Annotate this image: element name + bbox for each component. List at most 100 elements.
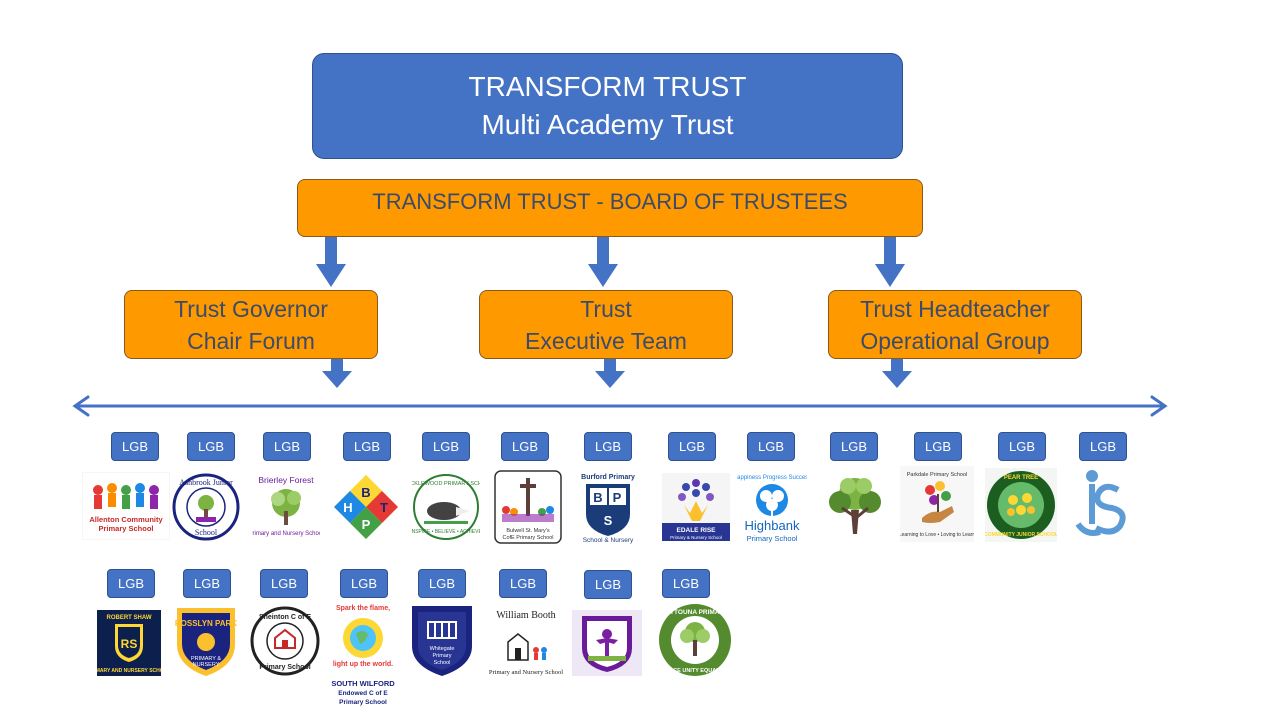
board-label: TRANSFORM TRUST - BOARD OF TRUSTEES (372, 189, 848, 214)
south-wilford-logo: Spark the flame, light up the world. SOU… (326, 600, 400, 710)
svg-text:Spark the flame,: Spark the flame, (336, 605, 390, 612)
tree-logo (818, 472, 892, 542)
svg-text:ROSSLYN PARK: ROSSLYN PARK (175, 619, 237, 628)
trust-title: TRANSFORM TRUST (468, 71, 747, 102)
svg-text:NURSERY: NURSERY (193, 662, 220, 668)
lgb-label: LGB (998, 432, 1046, 461)
executive-team-line1: Trust (580, 295, 632, 322)
edale-rise-logo: EDALE RISE Primary & Nursery School (662, 472, 730, 542)
zaytouna-logo: ZAYTOUNA PRIMARY PEACE UNITY EQUALITY (657, 602, 733, 678)
svg-text:Primary and Nursery School: Primary and Nursery School (252, 531, 320, 537)
svg-text:Primary: Primary (433, 653, 452, 659)
lgb-label: LGB (747, 432, 795, 461)
pear-tree-logo: PEAR TREE COMMUNITY JUNIOR SCHOOL (985, 468, 1057, 542)
arrow-board-to-governor (316, 237, 346, 287)
svg-text:Primary School: Primary School (98, 524, 153, 533)
lgb-label: LGB (499, 569, 547, 598)
svg-text:Happiness Progress Success: Happiness Progress Success (737, 475, 807, 481)
hbtp-letter-p: P (362, 517, 371, 532)
lgb-label: LGB (501, 432, 549, 461)
william-booth-logo: William Booth Primary and Nursery School (486, 602, 566, 682)
svg-text:Ashbrook Junior: Ashbrook Junior (179, 478, 233, 487)
svg-text:COMMUNITY JUNIOR SCHOOL: COMMUNITY JUNIOR SCHOOL (985, 532, 1057, 538)
allenton-logo: Allenton Community Primary School (82, 472, 170, 540)
burford-logo: Burford Primary B P S School & Nursery (574, 470, 642, 544)
bulwell-st-marys-logo: Bulwell St. Mary's CofE Primary School (494, 470, 562, 544)
svg-text:Endowed C of E: Endowed C of E (338, 690, 388, 697)
highbank-logo: Happiness Progress Success Highbank Prim… (737, 470, 807, 546)
ashbrook-logo: Ashbrook Junior School (172, 472, 240, 542)
svg-text:CofE Primary School: CofE Primary School (502, 535, 553, 541)
headteacher-group-line2: Operational Group (860, 327, 1050, 354)
svg-text:Allenton Community: Allenton Community (89, 515, 163, 524)
brierley-forest-logo: Brierley Forest Primary and Nursery Scho… (252, 472, 320, 542)
lgb-label: LGB (668, 432, 716, 461)
svg-text:Primary School: Primary School (259, 664, 310, 671)
sneinton-logo: Sneinton C of E Primary School (250, 606, 320, 676)
lgb-label: LGB (263, 432, 311, 461)
hbtp-logo: B H T P (332, 472, 400, 542)
svg-text:Sneinton C of E: Sneinton C of E (259, 614, 311, 621)
svg-text:PRIMARY AND NURSERY SCHOOL: PRIMARY AND NURSERY SCHOOL (97, 668, 161, 674)
svg-text:ZAYTOUNA PRIMARY: ZAYTOUNA PRIMARY (662, 609, 729, 616)
lgb-label: LGB (584, 432, 632, 461)
brocklewood-logo: BROCKLEWOOD PRIMARY SCHOOL INSPIRE • BEL… (412, 472, 480, 542)
svg-text:PEACE UNITY EQUALITY: PEACE UNITY EQUALITY (662, 668, 729, 674)
lgb-label: LGB (340, 569, 388, 598)
arrow-board-to-headteacher (875, 237, 905, 287)
governor-forum-line2: Chair Forum (187, 327, 315, 354)
executive-team-box: Trust Executive Team (479, 290, 733, 359)
svg-text:light up the world.: light up the world. (333, 661, 393, 668)
lgb-label: LGB (584, 570, 632, 599)
purple-crest-logo (572, 610, 642, 676)
svg-text:School & Nursery: School & Nursery (583, 537, 634, 544)
svg-text:S: S (604, 513, 613, 528)
trust-title-box: TRANSFORM TRUST Multi Academy Trust (312, 53, 903, 159)
svg-text:Learning to Love • Loving to L: Learning to Love • Loving to Learn (900, 532, 974, 538)
svg-text:INSPIRE • BELIEVE • ACHIEVE: INSPIRE • BELIEVE • ACHIEVE (412, 529, 480, 535)
svg-text:School: School (434, 660, 451, 666)
svg-text:Whitegate: Whitegate (430, 646, 455, 652)
svg-text:P: P (613, 490, 622, 505)
lgb-label: LGB (187, 432, 235, 461)
headteacher-group-line1: Trust Headteacher (860, 295, 1050, 322)
svg-text:School: School (195, 528, 218, 537)
rosslyn-park-logo: ROSSLYN PARK PRIMARY & NURSERY (173, 604, 239, 678)
lgb-label: LGB (107, 569, 155, 598)
svg-text:Highbank: Highbank (745, 518, 800, 533)
lgb-label: LGB (260, 569, 308, 598)
governor-forum-line1: Trust Governor (174, 295, 328, 322)
lgb-label: LGB (418, 569, 466, 598)
lgb-label: LGB (183, 569, 231, 598)
arrow-board-to-executive (588, 237, 618, 287)
lgb-label: LGB (662, 569, 710, 598)
svg-text:PRIMARY &: PRIMARY & (191, 656, 221, 662)
svg-text:William Booth: William Booth (496, 610, 555, 621)
lgb-label: LGB (1079, 432, 1127, 461)
svg-text:Parkdale Primary School: Parkdale Primary School (907, 472, 968, 478)
svg-text:PEAR TREE: PEAR TREE (1004, 475, 1038, 481)
hbtp-letter-t: T (380, 500, 388, 515)
svg-text:ROBERT SHAW: ROBERT SHAW (107, 615, 152, 621)
arrow-executive-down (595, 359, 625, 388)
lgb-label: LGB (830, 432, 878, 461)
svg-text:Primary & Nursery School: Primary & Nursery School (670, 535, 722, 540)
svg-text:Primary School: Primary School (339, 699, 387, 706)
svg-text:Bulwell St. Mary's: Bulwell St. Mary's (506, 528, 549, 534)
svg-text:Primary and Nursery School: Primary and Nursery School (489, 669, 563, 676)
trust-subtitle: Multi Academy Trust (481, 109, 734, 140)
robert-shaw-logo: ROBERT SHAW RS PRIMARY AND NURSERY SCHOO… (97, 610, 161, 676)
governor-forum-box: Trust Governor Chair Forum (124, 290, 378, 359)
headteacher-group-box: Trust Headteacher Operational Group (828, 290, 1082, 359)
svg-text:BROCKLEWOOD PRIMARY SCHOOL: BROCKLEWOOD PRIMARY SCHOOL (412, 481, 480, 487)
svg-text:Brierley Forest: Brierley Forest (258, 475, 314, 485)
arrow-governor-down (322, 359, 352, 388)
svg-text:Primary School: Primary School (747, 534, 798, 543)
svg-text:SOUTH WILFORD: SOUTH WILFORD (331, 679, 395, 688)
lgb-label: LGB (111, 432, 159, 461)
board-of-trustees-box: TRANSFORM TRUST - BOARD OF TRUSTEES (297, 179, 923, 237)
hbtp-letter-b: B (361, 485, 370, 500)
lgb-label: LGB (422, 432, 470, 461)
svg-text:RS: RS (121, 637, 138, 651)
